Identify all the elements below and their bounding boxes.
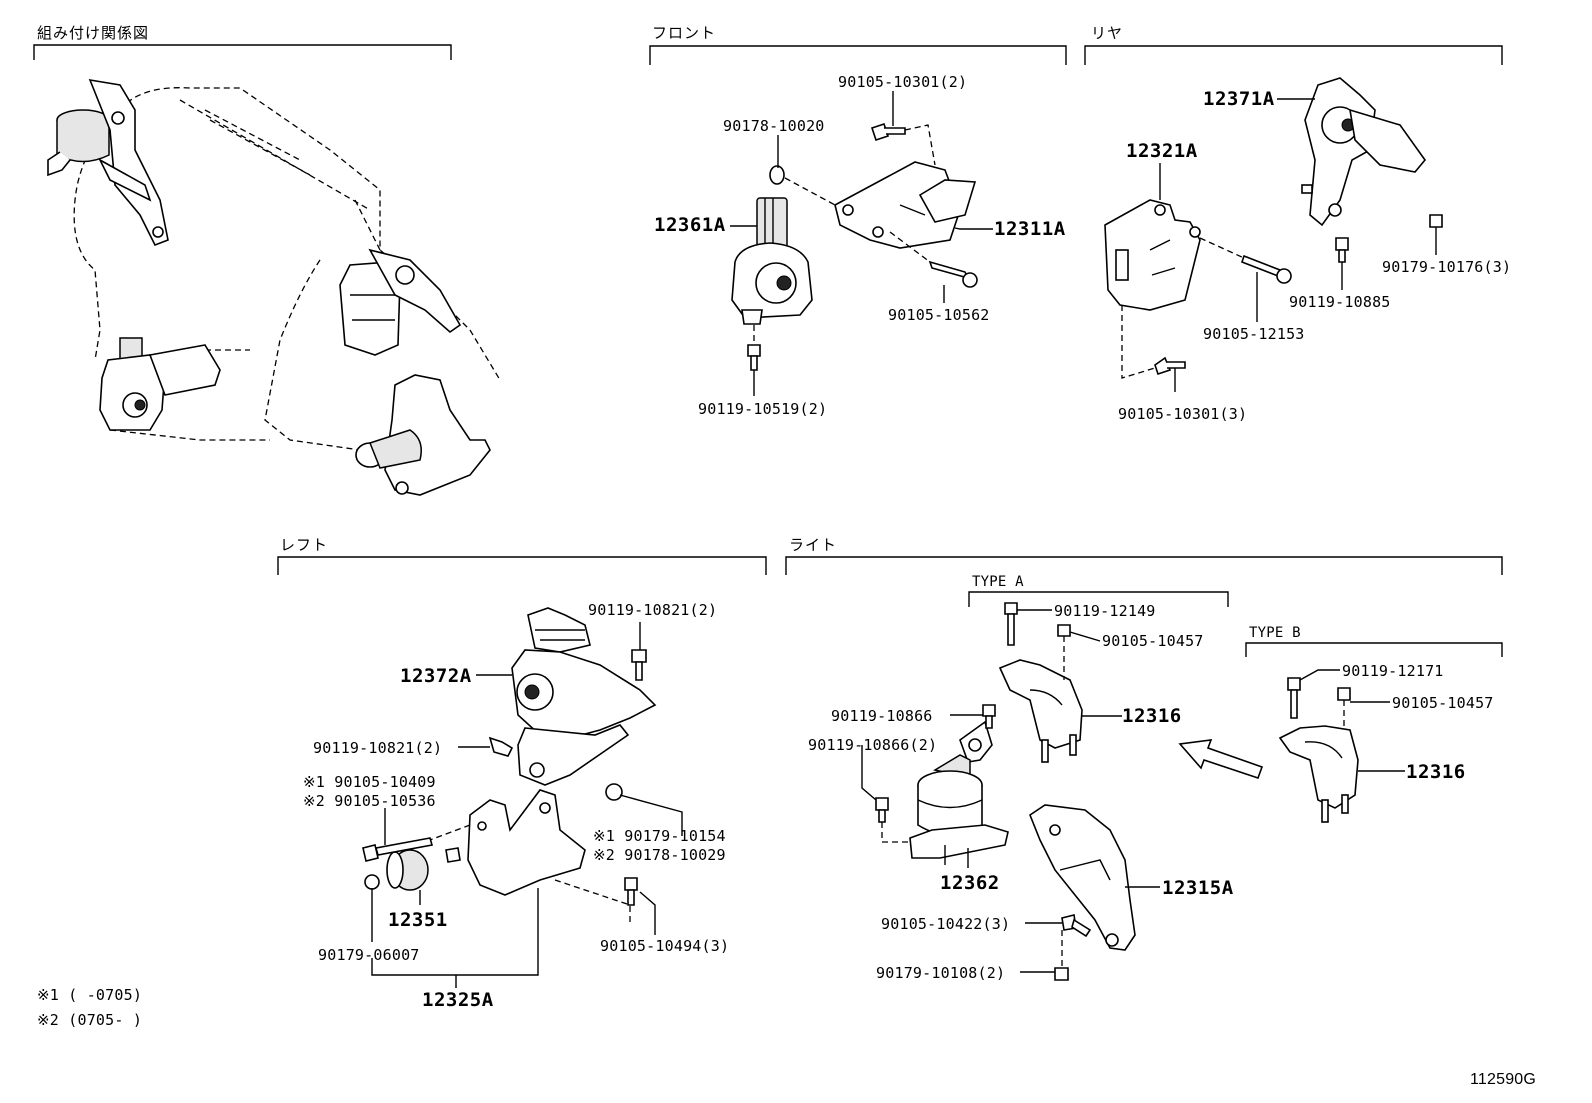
bracket-left xyxy=(277,556,767,575)
left-fasteners xyxy=(362,649,647,925)
type-arrow-icon xyxy=(1178,739,1264,780)
section-title-left: レフト xyxy=(280,536,329,554)
callout-right-12362: 12362 xyxy=(940,872,1000,894)
callout-right-90105-10457-a: 90105-10457 xyxy=(1102,632,1204,650)
callout-rear-90105-12153: 90105-12153 xyxy=(1203,325,1305,343)
overview-right-mount xyxy=(339,248,462,356)
callout-left-90179-10154: ※1 90179-10154 xyxy=(593,827,726,845)
section-title-overview: 組み付け関係図 xyxy=(37,24,150,42)
section-title-type-b: TYPE B xyxy=(1249,625,1301,641)
callout-left-12372a: 12372A xyxy=(400,665,472,687)
callout-right-12316-b: 12316 xyxy=(1406,761,1466,783)
front-mount-12361a xyxy=(731,197,813,325)
callout-rear-12321a: 12321A xyxy=(1126,140,1198,162)
callout-right-12315a: 12315A xyxy=(1162,877,1234,899)
right-bracket-12316-type-a xyxy=(998,659,1083,763)
overview-front-mount xyxy=(99,337,221,431)
callout-rear-12371a: 12371A xyxy=(1203,88,1275,110)
callout-front-90105-10562: 90105-10562 xyxy=(888,306,990,324)
callout-rear-90119-10885: 90119-10885 xyxy=(1289,293,1391,311)
callout-left-12351: 12351 xyxy=(388,909,448,931)
callout-front-90105-10301: 90105-10301(2) xyxy=(838,73,968,91)
bracket-right xyxy=(785,556,1503,575)
left-mount-12372a xyxy=(511,607,657,786)
leader-lines xyxy=(371,91,1437,988)
rear-bracket-12321a xyxy=(1104,199,1201,311)
right-fasteners xyxy=(875,602,1351,981)
callout-rear-90179-10176: 90179-10176(3) xyxy=(1382,258,1512,276)
callout-rear-90105-10301: 90105-10301(3) xyxy=(1118,405,1248,423)
callout-right-90105-10422: 90105-10422(3) xyxy=(881,915,1011,933)
bracket-rear xyxy=(1084,45,1503,65)
callout-front-12311a: 12311A xyxy=(994,218,1066,240)
callout-front-90178-10020: 90178-10020 xyxy=(723,117,825,135)
section-title-rear: リヤ xyxy=(1091,24,1124,42)
bracket-type-b xyxy=(1245,642,1503,657)
figure-id: 112590G xyxy=(1470,1071,1537,1088)
bracket-front xyxy=(649,45,1067,65)
callout-front-12361a: 12361A xyxy=(654,214,726,236)
right-bracket-12315a xyxy=(1029,804,1136,951)
overview-left-mount xyxy=(355,374,491,496)
callout-left-90178-10029: ※2 90178-10029 xyxy=(593,846,726,864)
callout-front-90119-10519: 90119-10519(2) xyxy=(698,400,828,418)
section-title-right: ライト xyxy=(789,536,838,554)
overview-rear-mount xyxy=(47,78,169,247)
callout-right-90119-12171: 90119-12171 xyxy=(1342,662,1444,680)
callout-left-90105-10409: ※1 90105-10409 xyxy=(303,773,436,791)
callout-right-90179-10108: 90179-10108(2) xyxy=(876,964,1006,982)
note-1: ※1 ( -0705) xyxy=(37,986,143,1004)
note-2: ※2 (0705- ) xyxy=(37,1011,143,1029)
front-fasteners xyxy=(747,122,978,371)
callout-left-90119-10821-a: 90119-10821(2) xyxy=(588,601,718,619)
callout-right-90119-10866-b: 90119-10866(2) xyxy=(808,736,938,754)
callout-left-90105-10494: 90105-10494(3) xyxy=(600,937,730,955)
callout-left-90179-06007: 90179-06007 xyxy=(318,946,420,964)
callout-right-12316-a: 12316 xyxy=(1122,705,1182,727)
callout-right-90119-10866-a: 90119-10866 xyxy=(831,707,933,725)
callout-left-12325a: 12325A xyxy=(422,989,494,1011)
callout-left-90105-10536: ※2 90105-10536 xyxy=(303,792,436,810)
right-bracket-12316-type-b xyxy=(1278,725,1359,823)
section-title-type-a: TYPE A xyxy=(972,574,1024,590)
section-title-front: フロント xyxy=(652,24,717,42)
right-mount-12362 xyxy=(909,720,1009,865)
callout-right-90105-10457-b: 90105-10457 xyxy=(1392,694,1494,712)
left-bracket-12325a xyxy=(386,789,586,896)
bracket-overview xyxy=(33,44,452,60)
rear-mount-12371a xyxy=(1301,77,1427,227)
rear-fasteners xyxy=(1121,214,1443,379)
bracket-type-a xyxy=(968,591,1229,607)
callout-left-90119-10821-b: 90119-10821(2) xyxy=(313,739,443,757)
callout-right-90119-12149: 90119-12149 xyxy=(1054,602,1156,620)
front-bracket-12311a xyxy=(834,161,977,249)
